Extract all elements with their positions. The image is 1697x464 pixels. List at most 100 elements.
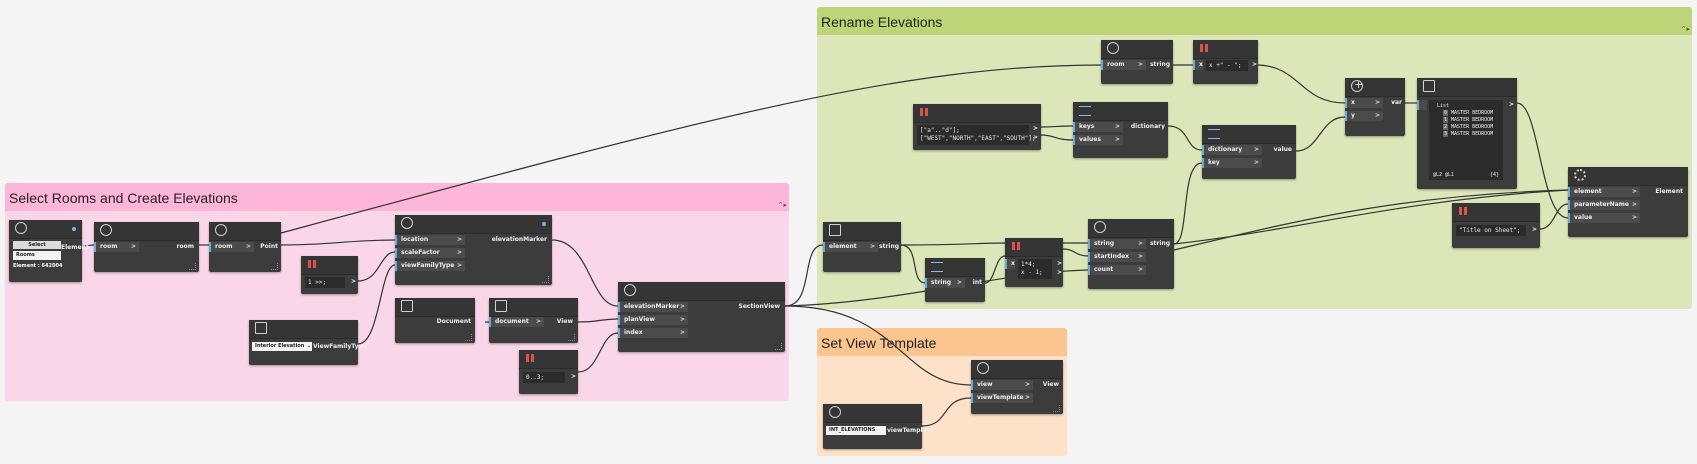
dictionary-node[interactable]: keys> values> dictionary (1073, 102, 1168, 158)
element-string-node[interactable]: element> string (823, 222, 901, 272)
output-port[interactable]: > (1508, 101, 1514, 108)
substring-node[interactable]: string> startIndex> count> string (1088, 219, 1174, 289)
view-template-dropdown[interactable]: INT_ELEVATIONS (826, 426, 886, 435)
watch-list[interactable]: List 0 MASTER BEDROOM 1 MASTER BEDROOM 2… (1429, 100, 1503, 180)
watch-node[interactable]: > List 0 MASTER BEDROOM 1 MASTER BEDROOM… (1417, 78, 1517, 189)
code-text[interactable]: 1 >>; (305, 277, 345, 288)
value-at-key-node[interactable]: dictionary> key> value (1202, 125, 1296, 179)
document-node[interactable]: Document (395, 298, 475, 343)
input-port[interactable]: x (1193, 60, 1203, 70)
code-text[interactable]: 1*4; x - 1; (1018, 259, 1052, 279)
active-view-node[interactable]: document> View (489, 298, 578, 343)
input-port[interactable]: string> (925, 278, 965, 288)
output-port[interactable]: SectionView (738, 303, 780, 310)
input-port-start[interactable]: startIndex> (1088, 252, 1146, 262)
input-port-plan[interactable]: planView> (618, 315, 688, 325)
code-text[interactable]: 0..3; (523, 372, 565, 383)
number-code-block[interactable]: 1 >>; > (301, 256, 358, 294)
input-port-index[interactable]: index> (618, 328, 688, 338)
input-port[interactable]: x (1005, 259, 1015, 269)
view-template-node[interactable]: INT_ELEVATIONS viewTemplate (823, 404, 934, 449)
output-port[interactable]: string (1149, 61, 1170, 68)
string-length-node[interactable]: string> int (925, 258, 985, 302)
dropdown-icon (255, 322, 267, 334)
input-port-key[interactable]: key> (1202, 158, 1262, 168)
input-port-dictionary[interactable]: dictionary> (1202, 145, 1262, 155)
group-set-view-template[interactable]: Set View Template (817, 328, 1067, 456)
code-text[interactable]: x +" - "; (1206, 60, 1248, 71)
param-name-code-block[interactable]: "Title on Sheet"; > (1452, 203, 1540, 248)
input-port[interactable] (1417, 100, 1427, 110)
set-parameter-node[interactable]: element> parameterName> value> Element (1568, 167, 1688, 237)
output-port[interactable]: elevationMarker (491, 236, 547, 243)
input-port-y[interactable]: y> (1345, 111, 1383, 121)
group-title: Select Rooms and Create Elevations (9, 190, 238, 206)
input-port-scale[interactable]: scaleFactor> (395, 248, 465, 258)
list-item: 0 MASTER BEDROOM (1443, 110, 1494, 116)
input-port-family-type[interactable]: viewFamilyType> (395, 261, 465, 271)
output-port[interactable]: View (556, 318, 573, 325)
output-port[interactable]: var (1391, 99, 1402, 106)
output-port[interactable]: ViewFamilyType (313, 343, 367, 350)
elevation-marker-node[interactable]: location> scaleFactor> viewFamilyType> e… (395, 215, 552, 285)
code-text[interactable]: ["a".."d"]; ["WEST","NORTH","EAST","SOUT… (917, 125, 1036, 145)
code-text[interactable]: "Title on Sheet"; (1456, 225, 1526, 236)
output-port[interactable]: Point (260, 243, 278, 250)
input-port-x[interactable]: x> (1345, 98, 1383, 108)
select-model-elements-node[interactable]: Select Rooms Element : 642004 Element (9, 220, 89, 282)
room-string-node[interactable]: room> string (1101, 40, 1173, 84)
input-port-count[interactable]: count> (1088, 265, 1146, 275)
input-port[interactable]: document> (489, 317, 544, 327)
input-port[interactable]: room> (209, 242, 254, 252)
input-port-template[interactable]: viewTemplate> (971, 393, 1033, 403)
output-port[interactable]: viewTemplate (887, 427, 934, 434)
output-port[interactable]: value (1273, 146, 1292, 153)
input-port-marker[interactable]: elevationMarker> (618, 302, 688, 312)
family-type-node[interactable]: Interior Elevation ⌄ ViewFamilyType (249, 320, 367, 365)
input-port-keys[interactable]: keys> (1073, 122, 1123, 132)
collapse-icon[interactable]: ⌃▸ (1680, 25, 1690, 33)
subtract-code-block[interactable]: x 1*4; x - 1; > > (1005, 238, 1063, 287)
room-node[interactable]: room> room (94, 222, 199, 272)
group-header[interactable] (817, 7, 1692, 35)
wire (1295, 116, 1346, 152)
select-button[interactable]: Select (13, 241, 61, 249)
input-port-values[interactable]: values> (1073, 135, 1123, 145)
input-port[interactable]: element> (823, 242, 878, 252)
concat-code-block[interactable]: x x +" - "; > (1193, 40, 1258, 84)
group-header[interactable] (5, 183, 789, 211)
add-node[interactable]: x> y> var (1345, 78, 1405, 136)
group-header[interactable] (817, 328, 1067, 356)
output-port[interactable]: room (176, 243, 194, 250)
wire (921, 397, 972, 427)
output-port[interactable]: dictionary (1130, 123, 1165, 130)
input-port-value[interactable]: value> (1568, 213, 1640, 223)
input-port[interactable]: room> (94, 242, 139, 252)
letters-code-block[interactable]: ["a".."d"]; ["WEST","NORTH","EAST","SOUT… (913, 104, 1041, 150)
output-port[interactable]: Element (1655, 188, 1683, 195)
set-view-template-node[interactable]: view> viewTemplate> View (971, 360, 1063, 414)
output-port[interactable]: View (1042, 381, 1059, 388)
collapse-icon[interactable]: ⌃▸ (777, 201, 787, 209)
wire (1173, 162, 1203, 245)
wire (1173, 189, 1569, 251)
family-type-dropdown[interactable]: Interior Elevation (252, 342, 312, 351)
output-port[interactable]: int (972, 279, 982, 286)
section-view-node[interactable]: elevationMarker> planView> index> Sectio… (618, 282, 785, 352)
input-port-element[interactable]: element> (1568, 187, 1640, 197)
input-port-location[interactable]: location> (395, 235, 465, 245)
input-port[interactable]: room> (1101, 60, 1146, 70)
output-port[interactable]: Element (61, 244, 89, 251)
room-location-node[interactable]: room> Point (209, 222, 281, 272)
input-port-view[interactable]: view> (971, 380, 1033, 390)
input-port-string[interactable]: string> (1088, 239, 1146, 249)
input-port-parameter[interactable]: parameterName> (1568, 200, 1640, 210)
list-item: 2 MASTER BEDROOM (1443, 124, 1494, 130)
range-code-block[interactable]: 0..3; > (519, 350, 578, 394)
output-port[interactable]: string (1149, 240, 1170, 247)
output-port[interactable]: Document (436, 318, 471, 325)
output-port[interactable]: string (879, 243, 900, 250)
code-block-icon (1199, 42, 1211, 54)
chevron-down-icon[interactable]: ⌄ (307, 343, 312, 349)
